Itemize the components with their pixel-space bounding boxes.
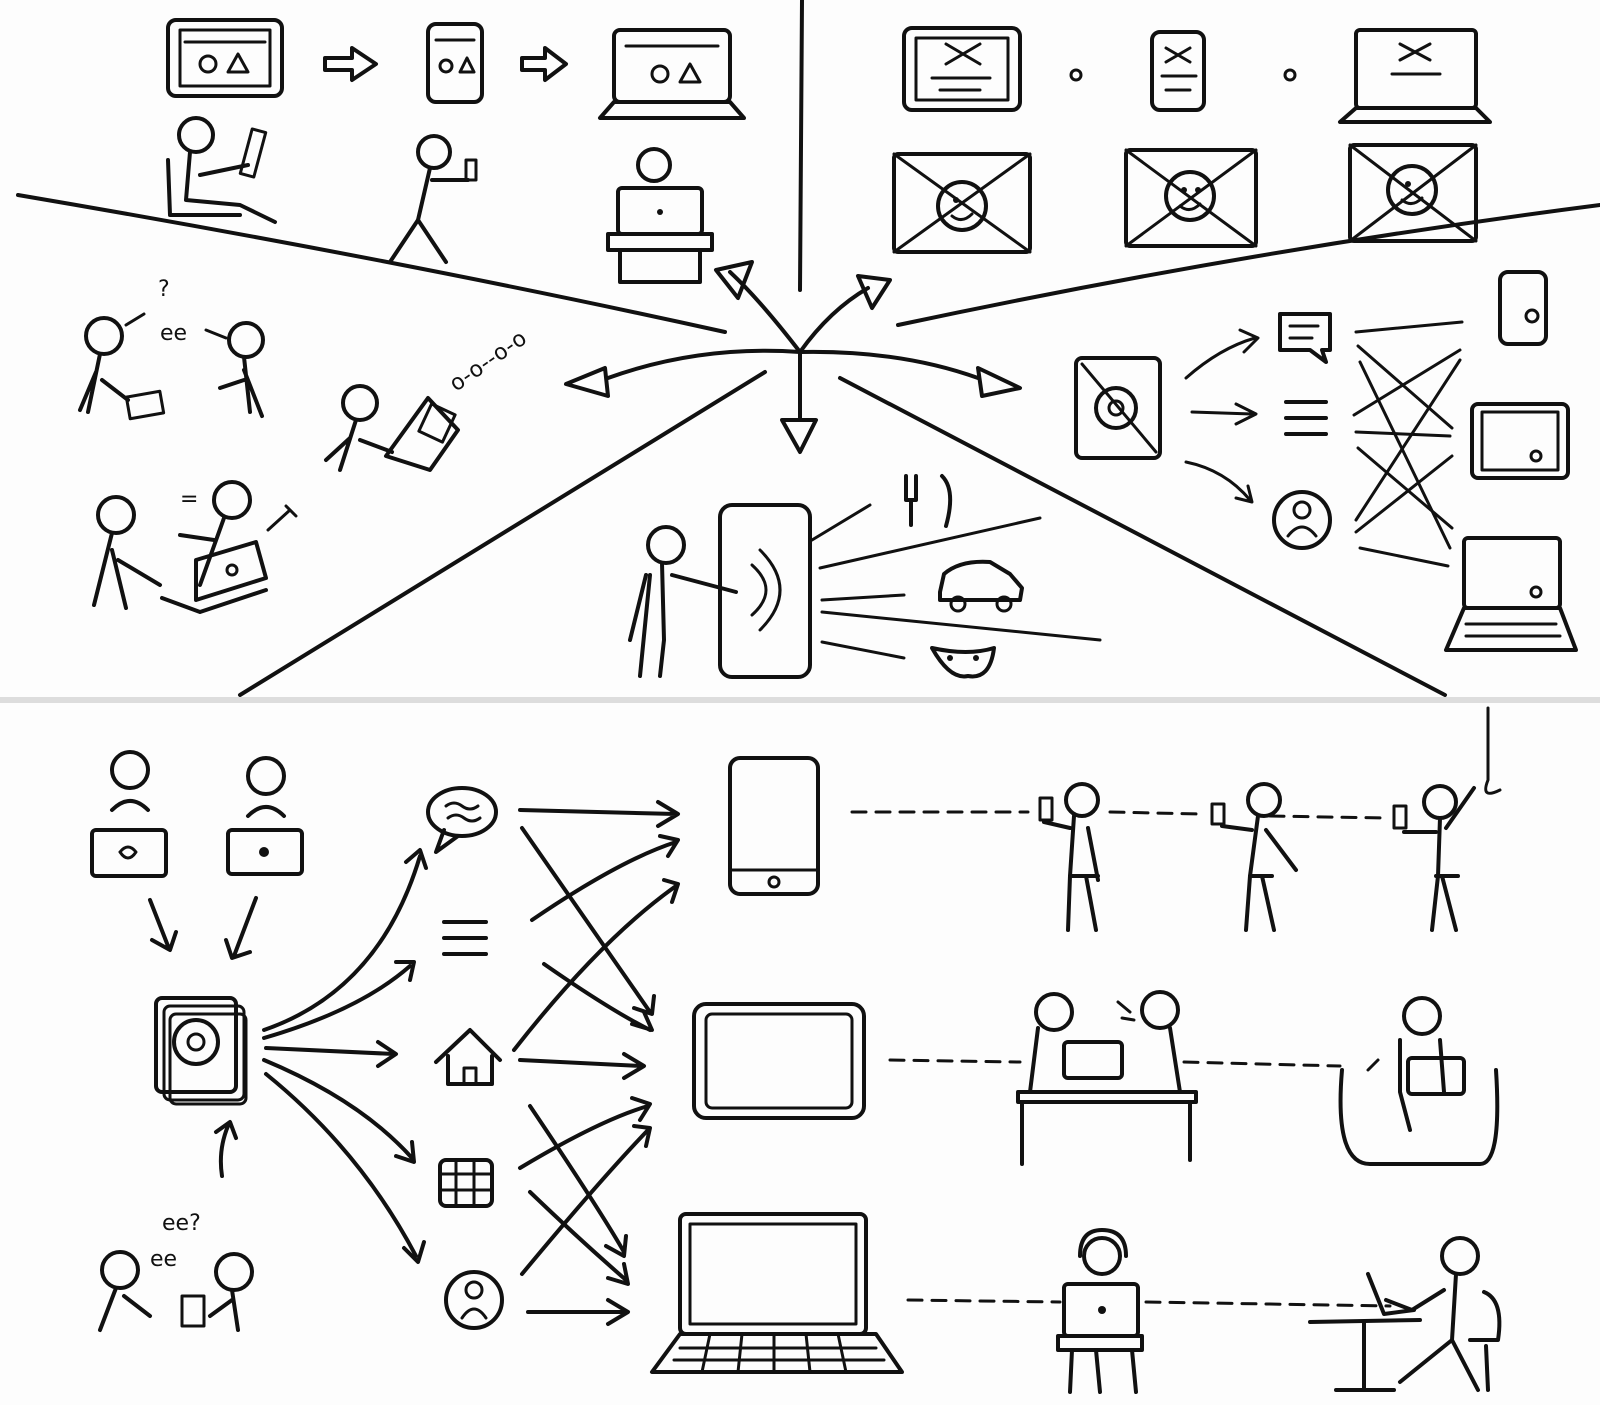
home-icon [434, 1028, 502, 1086]
divider-line-bottom-left [238, 370, 767, 697]
scribble-exclaim: = [180, 487, 198, 512]
list-icon [1284, 400, 1328, 436]
person-standing-phone [1038, 782, 1100, 932]
person-on-sofa-with-tablet [166, 116, 277, 224]
theater-mask-icon [930, 646, 996, 679]
service-ray [820, 593, 906, 602]
food-icon [904, 474, 953, 528]
laptop-wireframe-icon [1338, 28, 1492, 124]
service-ray [820, 640, 906, 660]
person-walking-with-phone [388, 134, 478, 264]
vertical-divider-line [798, 0, 804, 292]
divider-line-bottom-right [838, 376, 1447, 697]
person-touching-tablet [628, 503, 812, 679]
divider-line-left [16, 193, 727, 334]
phone-icon [426, 22, 484, 104]
tablet-icon [692, 1002, 866, 1120]
context-dashed-line [906, 1298, 1392, 1308]
content-module-icon [154, 996, 248, 1106]
car-icon [938, 559, 1024, 613]
service-ray [820, 610, 1102, 642]
phone-icon [1498, 270, 1548, 346]
chat-icon [1278, 312, 1332, 364]
separator-dot [1069, 68, 1083, 82]
quadrant-device-continuity [166, 18, 746, 284]
laptop-icon [650, 1212, 904, 1374]
quadrant-adaptive-layouts [892, 26, 1492, 254]
central-arrows [564, 260, 1022, 454]
top-panel: ? ee o-o--o-o [16, 0, 1600, 697]
service-ray [818, 516, 1042, 570]
face-photo-icon [892, 152, 1032, 254]
context-dashed-line [850, 810, 1388, 820]
flow-arrow [214, 1120, 238, 1178]
person-with-laptop: o-o--o-o [324, 326, 532, 472]
flow-arrow [224, 896, 258, 960]
panel-separator [0, 697, 1600, 703]
laptop-icon [1444, 536, 1578, 652]
person-standing-phone [1392, 706, 1502, 932]
scribble-question-chatter: ee? [162, 1211, 201, 1236]
quadrant-touch-services [628, 474, 1102, 679]
phone-wireframe-icon [1150, 30, 1206, 112]
quadrant-content-distribution [1074, 270, 1578, 652]
person-at-laptop [226, 756, 304, 876]
arrow-icon [520, 46, 568, 82]
laptop-icon [598, 28, 746, 120]
quadrant-research: ? ee o-o--o-o [78, 277, 532, 614]
flow-arrow [148, 898, 178, 952]
person-at-desk-headphones [1056, 1228, 1144, 1394]
phone-icon [728, 756, 820, 896]
arrow-icon [323, 46, 378, 82]
user-icon [444, 1270, 504, 1330]
person-at-cafe [1308, 1236, 1502, 1392]
tablet-icon [1470, 402, 1570, 480]
person-at-laptop [90, 750, 168, 878]
face-photo-icon [1124, 148, 1258, 248]
calendar-icon [438, 1158, 494, 1208]
tablet-icon [166, 18, 284, 98]
service-ray [810, 503, 872, 542]
scribble-data-stream: o-o--o-o [445, 326, 531, 397]
tablet-wireframe-icon [902, 26, 1022, 112]
people-talking: ee? ee [98, 1211, 254, 1332]
bottom-panel: ee? ee [90, 706, 1502, 1394]
distribution-arrows [1352, 320, 1464, 568]
scribble-chatter-bottom: ee [150, 1247, 177, 1272]
scribble-question: ? [158, 277, 170, 302]
face-photo-icon [1348, 143, 1478, 243]
list-icon [442, 920, 488, 956]
person-standing-phone [1210, 782, 1298, 932]
hub-arrows [262, 848, 428, 1264]
people-talking [78, 312, 265, 421]
person-in-armchair [1338, 996, 1500, 1166]
divider-line-right [896, 203, 1600, 327]
person-at-desk-laptop [606, 147, 714, 284]
cross-arrows [512, 800, 680, 1326]
content-module-icon [1074, 356, 1162, 460]
people-at-desk [1016, 990, 1198, 1166]
user-icon [1272, 490, 1332, 550]
scribble-chatter: ee [160, 321, 187, 346]
context-dashed-line [888, 1058, 1342, 1068]
chat-icon [426, 786, 498, 854]
separator-dot [1283, 68, 1297, 82]
people-at-laptop: = [92, 480, 298, 614]
